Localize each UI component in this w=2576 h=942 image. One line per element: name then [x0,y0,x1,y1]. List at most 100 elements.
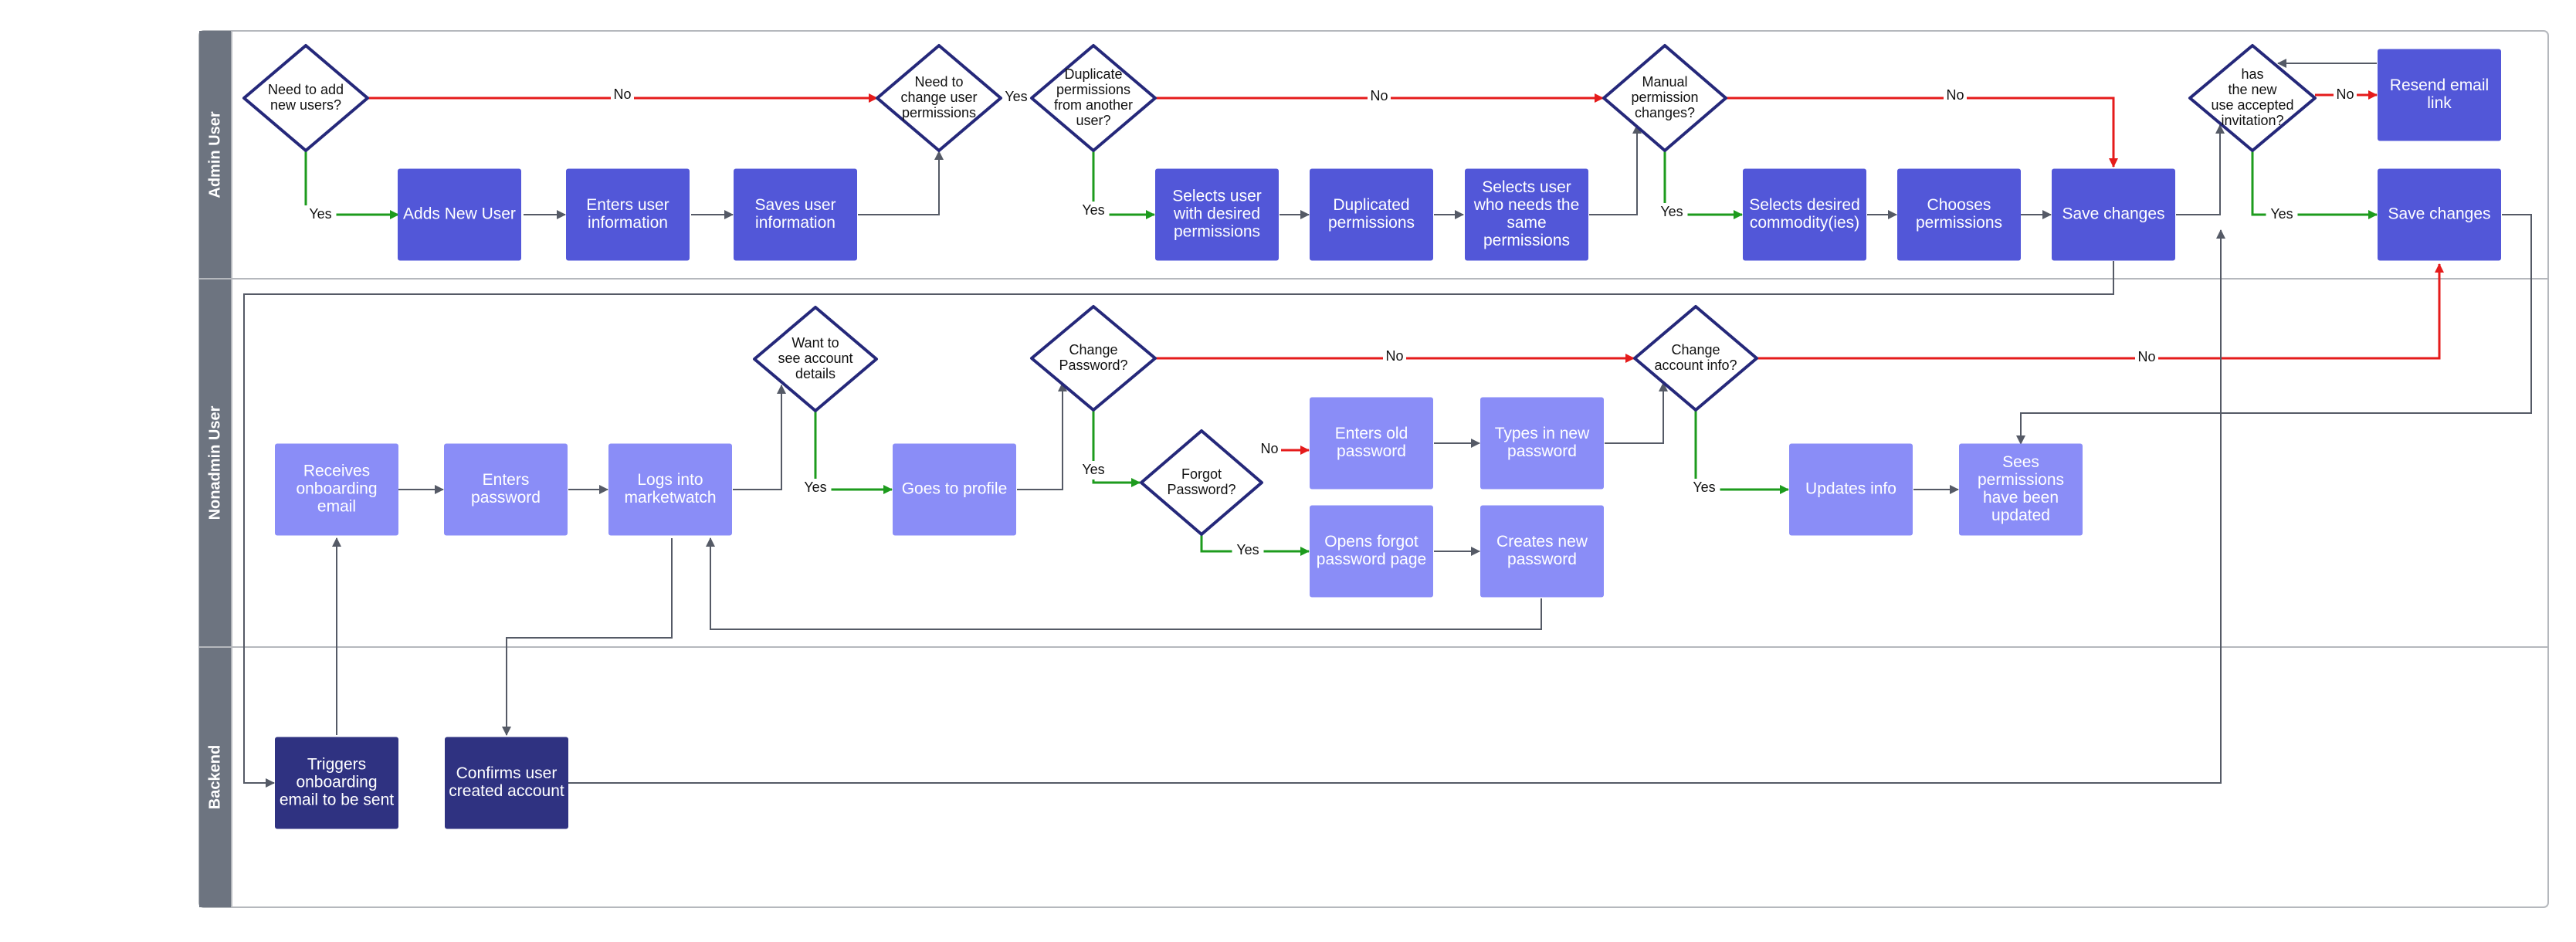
node-label: use accepted [2211,97,2293,113]
edge-label-bg [2135,348,2158,367]
node-label: who needs the [1473,196,1580,214]
node-label: account info? [1654,357,1737,373]
node-label: Save changes [2062,205,2164,223]
node-label: Types in new [1495,425,1590,442]
process-n-updates: Updates info [1789,443,1913,536]
node-label: Logs into [637,471,703,489]
decision-diamond [242,44,369,152]
node-label: Chooses [1927,196,1991,214]
node-label: onboarding [296,480,377,498]
node-label: have been [1983,489,2059,507]
node-label: link [2427,94,2452,112]
edge-label-yes: Yes [1660,204,1683,219]
process-box [1310,505,1433,598]
node-label: email to be sent [280,791,394,809]
edge-label-yes: Yes [1082,462,1104,477]
decision-diamond [1030,44,1157,152]
process-box [275,443,398,536]
node-label: the new [2228,82,2277,97]
edge-changeinfo-no [1757,263,2444,360]
node-label: Selects user [1172,188,1262,205]
edge-forgot-yes [1200,534,1310,556]
edge-logs-confirms [502,538,673,736]
decision-diamond [1633,305,1758,412]
process-box [608,443,732,536]
decision-diamond [1030,305,1157,412]
node-label: permissions [1483,232,1570,249]
node-label: marketwatch [624,489,716,507]
node-label: changes? [1635,105,1695,120]
node-label: updated [1991,507,2050,524]
decision-diamond [1140,429,1263,536]
node-label: Resend email [2390,76,2489,94]
process-box [1959,443,2083,536]
edge-save1-triggers [243,261,2114,788]
node-label: Manual [1642,74,1687,90]
lane-label-nonadmin: Nonadmin User [206,405,223,520]
node-label: same [1507,214,1546,232]
process-box [444,443,568,536]
lane-label-admin: Admin User [206,111,223,198]
edge-changepw-yes [1092,410,1141,487]
process-box [398,168,521,261]
node-label: has [2241,66,2263,82]
node-label: password page [1317,551,1426,568]
lane-header-backend [199,647,232,907]
node-label: Selects user [1482,178,1571,196]
edge-selectsneeds-manual [1589,124,1642,215]
process-box [893,443,1016,536]
process-box [1310,168,1433,261]
edge-saves-change [858,151,944,215]
node-label: Enters old [1335,425,1408,442]
lane-header-nonadmin [199,279,232,647]
edge-label-yes: Yes [1082,202,1104,218]
process-box [1743,168,1866,261]
edge-label-no: No [1385,348,1403,364]
edge-label-no: No [1260,441,1278,456]
node-label: Sees [2002,453,2039,471]
process-a-save2: Save changes [2378,168,2501,261]
edge-label-no: No [613,86,631,102]
process-box [2378,168,2501,261]
edge-label-bg [2334,86,2357,104]
node-label: permission [1631,90,1698,105]
edge-label-bg [2266,205,2298,224]
process-box [1480,397,1604,490]
process-n-profile: Goes to profile [893,443,1016,536]
edge-label-bg [1368,87,1391,106]
node-label: password [1507,551,1577,568]
node-label: Duplicate [1064,66,1122,82]
process-box [1465,168,1588,261]
decision-diamond [876,44,1002,152]
node-label: details [795,366,836,381]
decision-diamond [753,306,878,412]
edge-label-bg [1688,479,1720,497]
process-box [734,168,857,261]
edge-label-bg [1656,203,1688,222]
edge-label-yes: Yes [2270,206,2293,222]
node-label: Saves user [754,196,836,214]
node-label: password [1507,442,1577,460]
decision-diamond [1602,44,1727,152]
node-label: Adds New User [403,205,516,223]
node-label: onboarding [296,774,377,791]
process-box [445,737,568,829]
node-label: Creates new [1496,533,1588,551]
edge-invite-yes [2251,151,2378,219]
node-label: Duplicated [1333,196,1409,214]
node-label: Password? [1167,482,1235,497]
node-label: invitation? [2221,113,2283,128]
edge-label-yes: Yes [1693,479,1715,495]
node-label: permissions [1916,214,2002,232]
edge-label-yes: Yes [1236,542,1259,557]
edge-label-no: No [1370,88,1388,103]
edge-logs-account [733,385,786,490]
